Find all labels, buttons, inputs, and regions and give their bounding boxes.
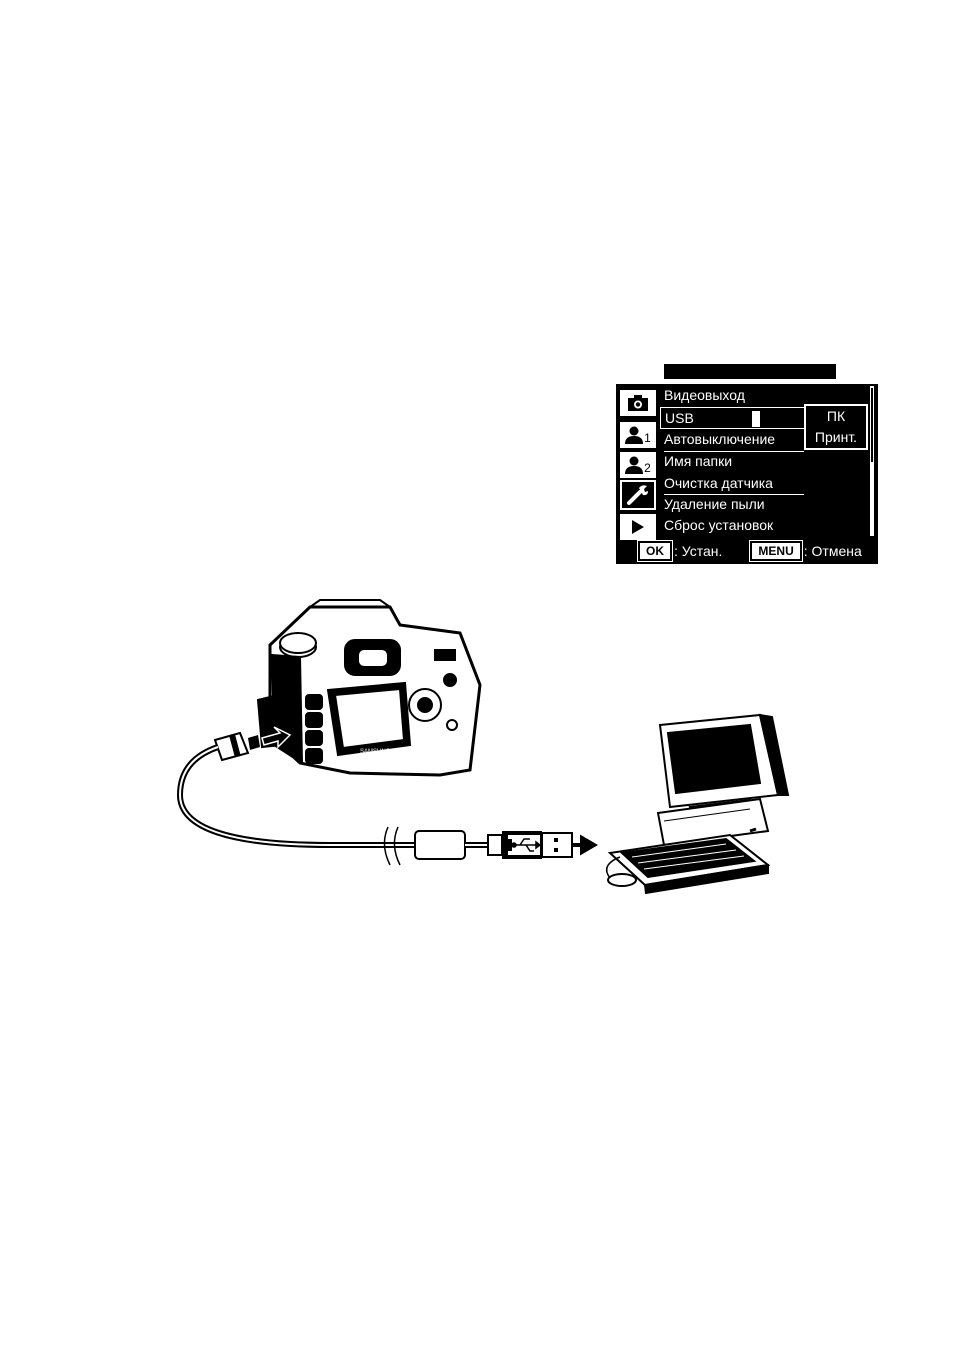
submenu-option-pc[interactable]: ПК bbox=[806, 406, 866, 427]
tab-custom-1-number: 1 bbox=[644, 431, 651, 445]
tab-custom-2-number: 2 bbox=[644, 461, 651, 475]
menu-scroll-thumb[interactable] bbox=[871, 388, 873, 462]
menu-bottom-bar: OK : Устан. MENU : Отмена bbox=[616, 538, 878, 564]
ok-key-label: : Устан. bbox=[674, 543, 722, 559]
ok-key[interactable]: OK bbox=[638, 541, 672, 561]
camera-illustration: SAMSUNG bbox=[258, 600, 480, 775]
right-arrow-icon bbox=[572, 838, 594, 852]
custom-1-icon bbox=[625, 426, 643, 444]
usb-submenu: ПК Принт. bbox=[804, 404, 868, 450]
tab-custom-2[interactable]: 2 bbox=[620, 452, 656, 478]
tab-playback[interactable] bbox=[620, 514, 656, 540]
camera-icon bbox=[627, 394, 649, 412]
camera-menu-screen: 1 2 Видеовыход USB Автовыключение Имя па bbox=[616, 384, 878, 564]
menu-item-reset-settings[interactable]: Сброс установок bbox=[664, 515, 864, 535]
camera-usb-plug bbox=[215, 727, 290, 760]
tab-custom-1[interactable]: 1 bbox=[620, 422, 656, 448]
menu-item-folder-name[interactable]: Имя папки bbox=[664, 451, 864, 471]
custom-2-icon bbox=[625, 456, 643, 474]
selection-marker bbox=[752, 411, 760, 427]
menu-item-sensor-cleaning[interactable]: Очистка датчика bbox=[664, 473, 864, 493]
camera-brand-text: SAMSUNG bbox=[360, 749, 391, 755]
menu-item-video-out[interactable]: Видеовыход bbox=[664, 385, 864, 405]
computer-illustration bbox=[607, 715, 788, 893]
menu-title-bar bbox=[664, 364, 836, 379]
menu-key-label: : Отмена bbox=[804, 543, 862, 559]
wrench-icon bbox=[626, 484, 650, 506]
usb-a-plug bbox=[488, 831, 572, 859]
menu-item-dust-removal[interactable]: Удаление пыли bbox=[664, 494, 864, 514]
menu-item-usb[interactable]: USB bbox=[660, 407, 806, 429]
usb-connection-illustration: SAMSUNG bbox=[170, 595, 790, 895]
tab-camera[interactable] bbox=[620, 390, 656, 416]
submenu-option-print[interactable]: Принт. bbox=[806, 427, 866, 448]
tab-setup[interactable] bbox=[620, 480, 656, 510]
ferrite-core bbox=[415, 831, 465, 859]
play-icon bbox=[631, 519, 645, 535]
menu-key[interactable]: MENU bbox=[750, 541, 801, 561]
